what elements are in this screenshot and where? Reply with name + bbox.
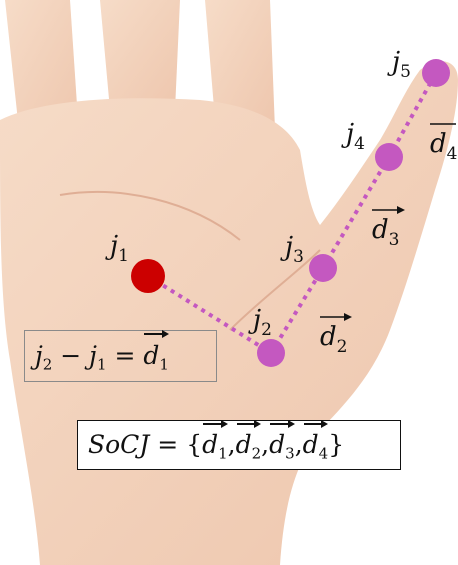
socj-d4: d4: [303, 419, 328, 477]
joint-j5: [422, 59, 450, 87]
label-j5: j5: [387, 47, 411, 82]
segment-j3-j4: [321, 155, 391, 270]
joint-j2: [257, 339, 285, 367]
eq-j2: j2: [35, 341, 53, 374]
socj-name: SoCJ: [88, 430, 150, 459]
middle-finger: [100, 0, 180, 110]
joints: [131, 59, 450, 367]
label-d3: d3: [372, 206, 405, 250]
eq-minus: −: [60, 341, 82, 370]
segment-j4-j5: [387, 72, 438, 158]
socj-comma: ,: [227, 430, 236, 459]
difference-equation: j2 − j1 = d1: [24, 329, 217, 382]
label-d2: d2: [320, 313, 352, 357]
socj-d3: d3: [269, 419, 295, 477]
vector-labels: d2 d3 d4: [320, 123, 457, 357]
segment-j1-j2: [146, 274, 273, 355]
segment-j2-j3: [269, 266, 325, 355]
thumb-crease: [229, 249, 321, 331]
ring-finger: [205, 0, 275, 130]
joint-j1: [131, 259, 165, 293]
label-d4: d4: [430, 123, 457, 164]
socj-equals: =: [157, 430, 179, 459]
eq-d1: d1: [143, 329, 169, 389]
socj-d1: d1: [202, 419, 228, 477]
palm-crease: [59, 191, 241, 241]
joint-chain: [146, 72, 438, 355]
palm-and-thumb: [0, 61, 458, 565]
svg-text:d3: d3: [372, 215, 399, 250]
svg-text:d2: d2: [320, 322, 347, 357]
eq-equals: =: [114, 341, 136, 370]
socj-close-brace: }: [328, 430, 345, 459]
socj-d2: d2: [236, 419, 261, 477]
joint-j3: [309, 254, 337, 282]
eq-j1: j1: [89, 341, 107, 374]
label-j4: j4: [341, 119, 365, 154]
svg-text:d4: d4: [430, 129, 457, 164]
socj-open-brace: {: [186, 430, 203, 459]
socj-comma: ,: [261, 430, 270, 459]
joint-j4: [375, 143, 403, 171]
socj-definition: SoCJ = {d1,d2,d3,d4}: [77, 419, 401, 470]
socj-comma: ,: [294, 430, 303, 459]
